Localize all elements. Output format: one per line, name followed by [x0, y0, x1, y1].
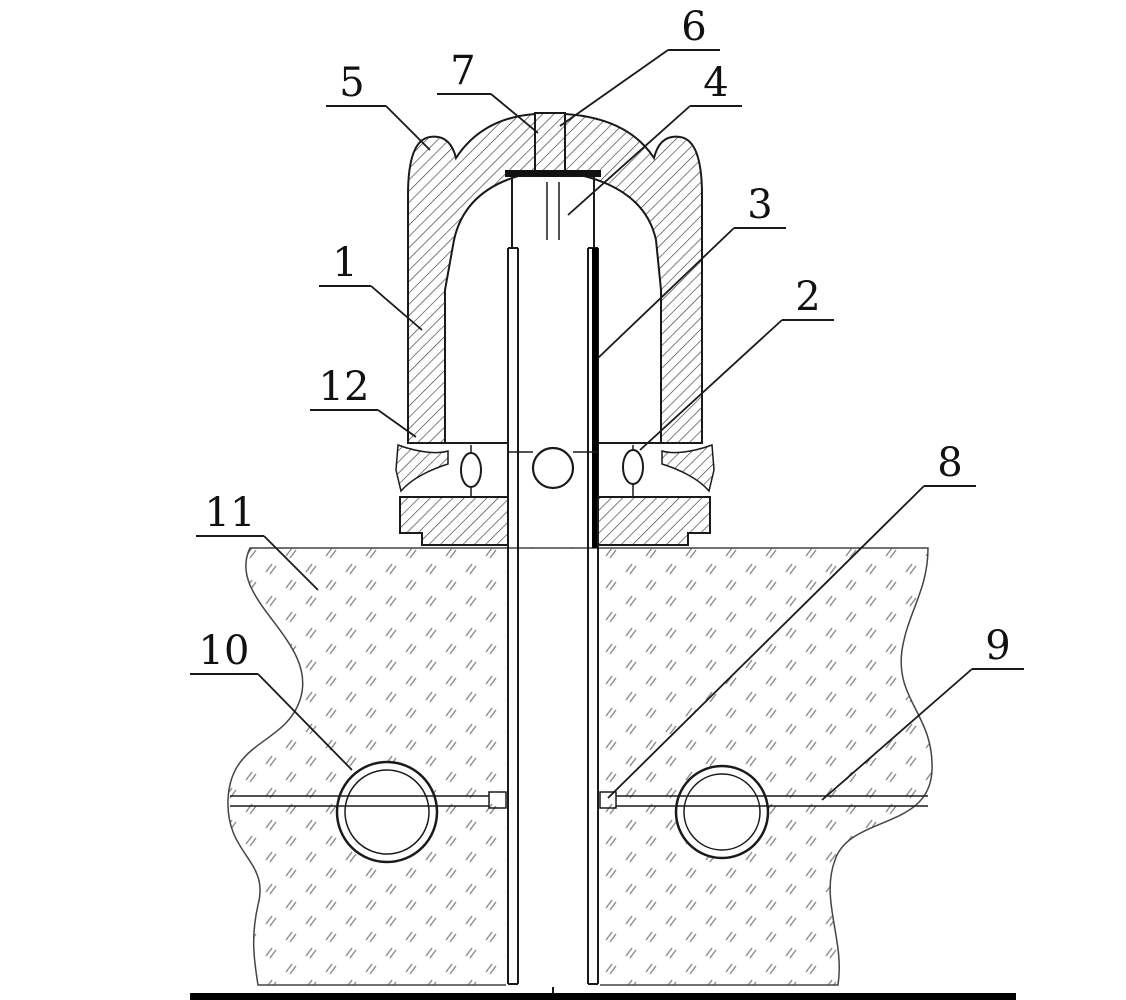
callout-6: 6: [559, 4, 720, 127]
flange-band: [408, 442, 702, 497]
callout-5: 5: [326, 60, 431, 151]
callout-9: 9: [821, 623, 1024, 801]
callout-12: 12: [310, 364, 417, 438]
callout-3: 3: [597, 182, 786, 359]
bell-housing: [407, 112, 703, 444]
callout-1: 1: [319, 240, 423, 331]
left-bolt-hole: [460, 452, 482, 488]
soil-region: [227, 547, 933, 986]
center-ball: [531, 446, 575, 490]
right-bolt-hole: [622, 449, 644, 485]
right-clamp: [661, 443, 715, 493]
callout-6-label: 6: [681, 4, 706, 50]
base-flange-left: [399, 496, 509, 546]
horizontal-pipe-lines: [230, 791, 928, 809]
left-clamp: [395, 443, 449, 493]
callout-11-label: 11: [205, 490, 256, 536]
callout-4: 4: [567, 60, 742, 216]
base-flange-right: [597, 496, 711, 546]
callout-2-label: 2: [795, 274, 820, 320]
callout-12-label: 12: [319, 364, 370, 410]
bell-right-wall: [564, 112, 703, 444]
callout-8-label: 8: [937, 440, 962, 486]
callout-10: 10: [190, 628, 353, 771]
tube-liner-thick-wall: [592, 248, 598, 548]
bottom-scan-bar: [190, 993, 1016, 1000]
callouts: 5 7 6 4 3 2 1: [190, 4, 1024, 801]
callout-7: 7: [437, 48, 539, 134]
callout-2: 2: [639, 274, 834, 451]
callout-10-label: 10: [199, 628, 250, 674]
tube-channel-mask: [506, 549, 600, 986]
top-plug-assembly: [505, 112, 601, 240]
callout-8: 8: [607, 440, 976, 799]
callout-7-label: 7: [450, 48, 475, 94]
side-clamp-segments: [395, 443, 715, 493]
left-pipe-circle: [335, 760, 439, 864]
callout-4-label: 4: [703, 60, 728, 106]
callout-11: 11: [196, 490, 319, 591]
inner-slot: [546, 182, 560, 240]
right-pipe-joint: [599, 791, 617, 809]
callout-9-label: 9: [985, 623, 1010, 669]
base-flange: [399, 496, 711, 546]
callout-3-label: 3: [747, 182, 772, 228]
cap-plug: [534, 112, 566, 172]
top-plate: [505, 170, 601, 177]
callout-1-label: 1: [332, 240, 357, 286]
central-tube: [507, 177, 599, 985]
bell-left-wall: [407, 112, 536, 444]
callout-5-label: 5: [339, 60, 364, 106]
right-pipe-circle: [674, 764, 770, 860]
left-pipe-joint: [488, 791, 507, 809]
